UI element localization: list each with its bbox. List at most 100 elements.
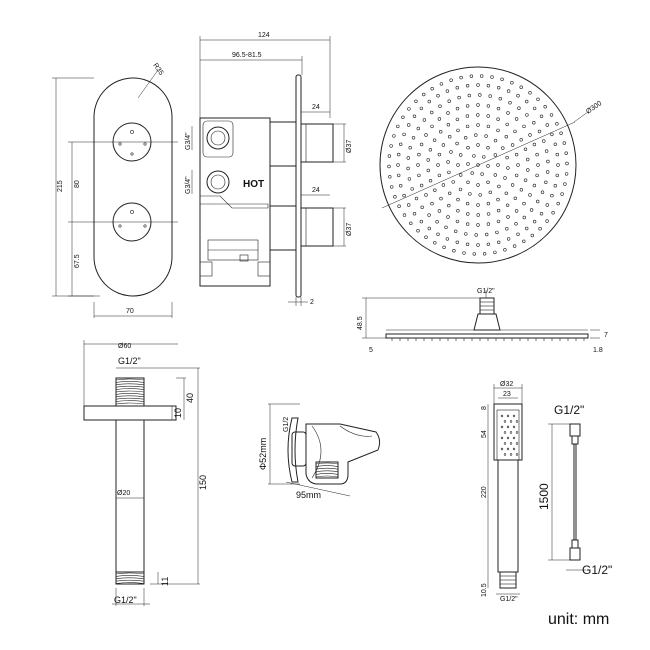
- arm-flange: [83, 405, 177, 421]
- nozzle: [476, 183, 480, 187]
- arm-bottom-thread: [115, 571, 145, 585]
- edge-left-label: 5: [369, 347, 373, 354]
- thread-line: [115, 378, 145, 381]
- nozzle: [459, 173, 463, 177]
- valve-side-view: 124 96.5-81.5 HOT G3/4" G3/4" Ø37: [185, 32, 353, 306]
- handset-hole: [500, 425, 504, 429]
- nozzle: [410, 187, 414, 191]
- nozzle: [476, 213, 480, 217]
- nozzle: [543, 104, 547, 109]
- handset-length-label: 220: [481, 486, 488, 498]
- shower-head-connection-label: G1/2": [477, 288, 495, 295]
- wall-outlet-diameter-label: Φ52mm: [258, 438, 268, 470]
- nozzle: [539, 212, 544, 216]
- nozzle: [519, 188, 524, 192]
- shower-head-top-view: Ø300: [379, 66, 603, 264]
- nozzle: [496, 117, 500, 121]
- nozzle: [486, 222, 491, 226]
- hose-bottom-nut: [569, 547, 581, 561]
- nozzle: [390, 185, 394, 189]
- nozzle: [486, 114, 490, 118]
- plate-width-label: 70: [126, 308, 134, 315]
- valve-total-width-label: 124: [258, 32, 270, 39]
- lower-inlet-port: [206, 170, 230, 194]
- nozzle: [496, 163, 500, 167]
- nozzle: [436, 93, 440, 98]
- nozzle: [505, 203, 510, 208]
- nozzle: [504, 191, 508, 196]
- nozzle: [525, 113, 529, 117]
- nozzle: [433, 241, 437, 245]
- hose-top-nut: [569, 423, 581, 437]
- thread-line: [115, 577, 145, 580]
- nozzle: [512, 244, 517, 248]
- handset-hole: [503, 442, 507, 445]
- arm-flange-height-label: 40: [185, 393, 195, 403]
- nozzle: [441, 183, 446, 187]
- nozzle: [437, 152, 442, 157]
- handset-handle-width-label: 23: [503, 391, 511, 398]
- nozzle: [465, 201, 470, 206]
- shower-head-outline: [379, 66, 577, 264]
- nozzle: [465, 124, 470, 129]
- nozzle: [503, 176, 507, 180]
- nozzle: [454, 229, 458, 234]
- nozzle: [506, 111, 510, 115]
- nozzle: [486, 104, 491, 108]
- nozzle: [553, 184, 557, 188]
- handset-view: Ø32 23 8 54 220 10.5 G1/2": [481, 381, 523, 603]
- nozzle: [455, 240, 459, 245]
- nozzle: [397, 173, 401, 178]
- handset-spray-len-label: 54: [481, 430, 488, 438]
- lower-inlet-label: G3/4": [185, 176, 192, 194]
- nozzle: [455, 117, 460, 122]
- nozzle: [472, 154, 476, 158]
- thread-line: [315, 475, 339, 478]
- nozzle: [486, 201, 491, 206]
- units-note: unit: mm: [548, 611, 609, 628]
- nozzle: [396, 124, 400, 129]
- nozzle: [455, 141, 459, 146]
- nozzle: [542, 139, 546, 143]
- nozzle: [486, 212, 491, 216]
- nozzle: [545, 170, 550, 174]
- thread-line: [115, 383, 145, 386]
- nozzle: [452, 249, 456, 253]
- nozzle: [465, 83, 470, 88]
- nozzle: [536, 163, 540, 167]
- nozzle: [476, 223, 480, 227]
- nozzle: [465, 114, 470, 118]
- nozzle: [446, 122, 451, 127]
- nozzle: [414, 99, 418, 104]
- nozzle: [476, 163, 480, 167]
- thread-line: [315, 462, 339, 465]
- nozzle: [430, 110, 434, 115]
- thread-line: [315, 473, 339, 475]
- handset-hole: [512, 425, 516, 429]
- nozzle: [496, 219, 501, 224]
- handset-hole: [509, 420, 513, 423]
- nozzle: [424, 235, 428, 239]
- valve-faceplate-view: R35 215 80 67.5 70: [52, 62, 178, 318]
- handset-hole: [515, 431, 519, 434]
- nozzle: [476, 83, 480, 87]
- nozzle: [486, 180, 490, 185]
- nozzle: [480, 74, 484, 78]
- arm-bottom-thread-len-label: 11: [160, 577, 170, 586]
- handset-hole: [512, 414, 516, 418]
- handset-cap-label: 8: [481, 406, 488, 410]
- nozzle: [514, 222, 518, 226]
- nozzle: [510, 80, 514, 85]
- nozzle: [467, 93, 471, 98]
- arm-tube-dia-label: Ø20: [117, 490, 130, 497]
- nozzle: [449, 150, 453, 154]
- nozzle: [486, 124, 491, 129]
- nozzle: [497, 184, 501, 189]
- nozzle: [428, 179, 433, 183]
- nozzle: [465, 222, 470, 226]
- nozzle: [447, 99, 451, 103]
- nozzle: [556, 163, 560, 167]
- handset-thread-label: G1/2": [500, 596, 518, 603]
- nozzle: [455, 106, 460, 111]
- nozzle: [456, 163, 460, 167]
